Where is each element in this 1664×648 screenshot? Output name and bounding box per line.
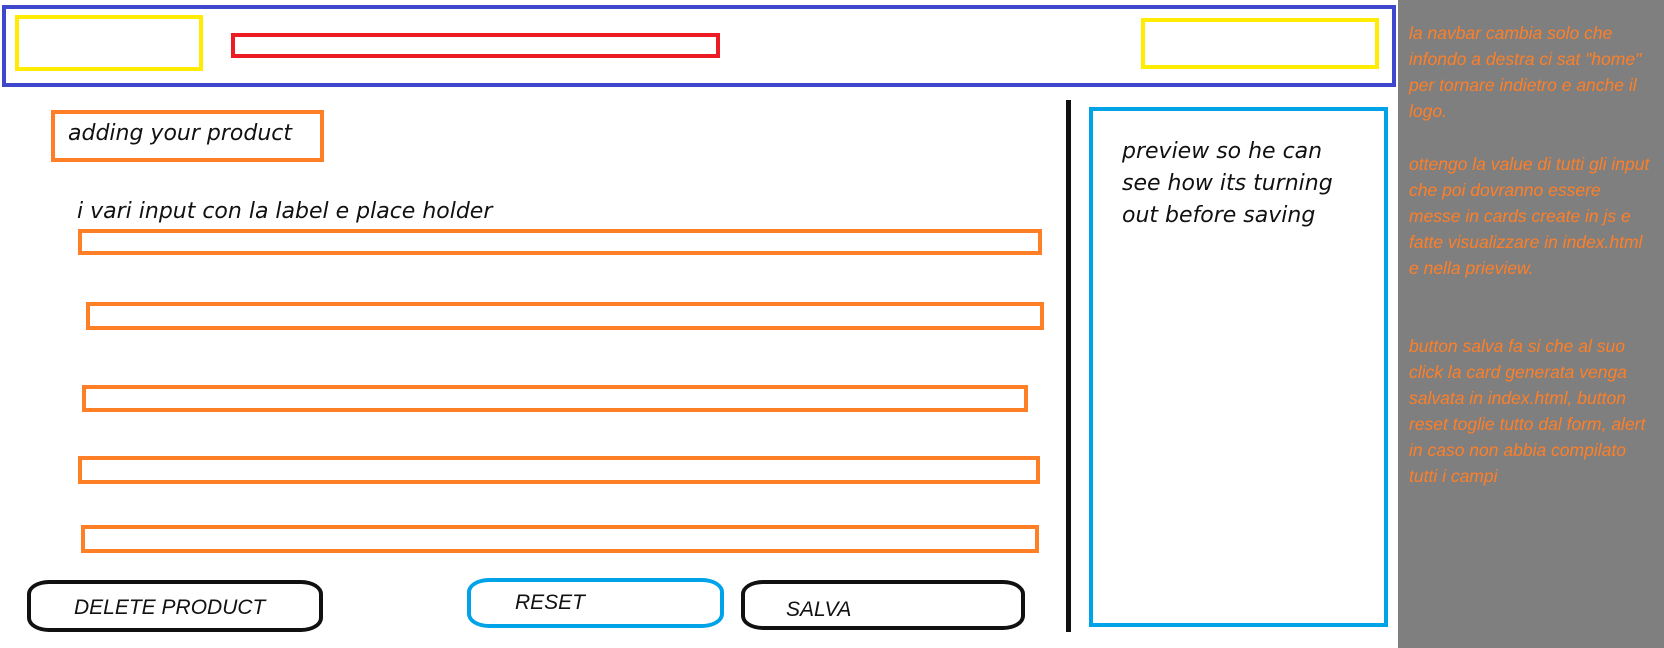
product-input-4[interactable] [78, 456, 1040, 484]
navbar-note: la navbar cambia solo che infondo a dest… [1409, 23, 1642, 121]
values-note: ottengo la value di tutti gli input che … [1409, 154, 1650, 278]
save-button[interactable]: SALVA [741, 580, 1025, 630]
form-title-box [51, 110, 324, 162]
preview-text: preview so he can see how its turning ou… [1122, 139, 1333, 228]
form-title: adding your product [68, 121, 292, 146]
logo-placeholder[interactable] [15, 15, 203, 71]
reset-label: RESET [515, 591, 586, 614]
save-label: SALVA [786, 598, 852, 621]
product-input-3[interactable] [82, 385, 1028, 412]
product-input-5[interactable] [81, 525, 1039, 553]
vertical-divider [1066, 100, 1071, 632]
inputs-caption: i vari input con la label e place holder [77, 199, 493, 224]
delete-product-button[interactable]: DELETE PRODUCT [27, 580, 323, 632]
delete-product-label: DELETE PRODUCT [74, 596, 266, 619]
reset-button[interactable]: RESET [467, 578, 724, 628]
notes-panel [1398, 0, 1664, 648]
home-link-placeholder[interactable] [1141, 18, 1379, 69]
product-input-1[interactable] [78, 229, 1042, 255]
preview-panel [1089, 107, 1388, 627]
product-input-2[interactable] [86, 302, 1044, 330]
buttons-note: button salva fa si che al suo click la c… [1409, 336, 1646, 486]
search-bar-placeholder[interactable] [231, 33, 720, 58]
